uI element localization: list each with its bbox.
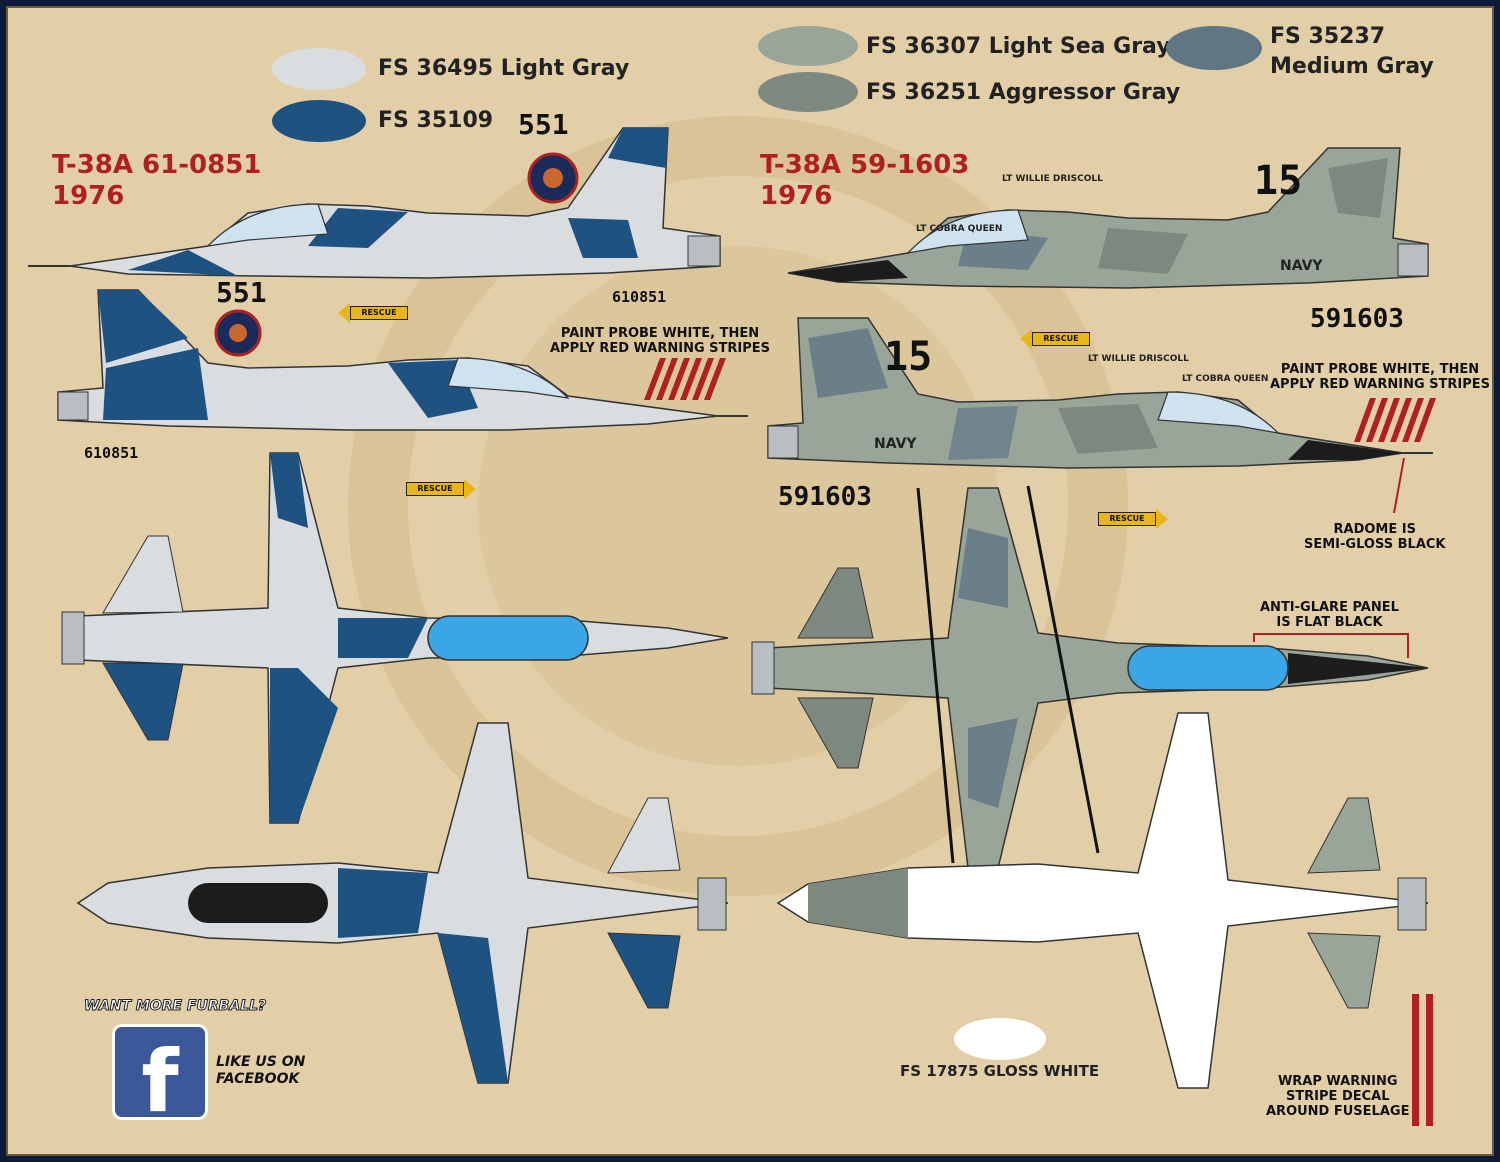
decal-instruction-sheet: FS 36495 Light Gray FS 35109 FS 36307 Li… [6,6,1494,1156]
swatch-aggressor-gray-label: FS 36251 Aggressor Gray [866,80,1181,105]
pilot-name-cobra-queen: LT COBRA QUEEN [916,224,1003,234]
aircraft-2-profile-left [787,147,1429,289]
note-wrap-stripe: WRAP WARNING STRIPE DECAL AROUND FUSELAG… [1266,1074,1410,1119]
aircraft-1-profile-left [28,127,721,279]
aircraft-illustrations [28,127,1436,1126]
rescue-arrow-4: RESCUE [1098,509,1168,529]
swatch-light-gray [272,48,366,90]
aircraft-1-title: T-38A 61-0851 1976 [52,150,262,211]
aircraft-2-profile-right [767,317,1433,469]
rescue-arrow-2: RESCUE [406,479,476,499]
swatch-light-sea-gray [758,26,858,66]
swatch-gloss-white-label: FS 17875 GLOSS WHITE [900,1062,1100,1080]
aircraft-1-modex-tail: 551 [216,276,267,309]
swatch-dark-blue-label: FS 35109 [378,108,494,133]
aircraft-1-serial-2: 610851 [84,444,139,462]
aircraft-2-top-view [751,485,1429,869]
note-probe-1: PAINT PROBE WHITE, THEN APPLY RED WARNIN… [550,326,770,356]
swatch-light-gray-label: FS 36495 Light Gray [378,56,630,81]
swatch-gloss-white [954,1018,1046,1060]
aircraft-1-bottom-view [76,722,729,1084]
aircraft-2-serial-2: 591603 [778,482,872,512]
aircraft-2-bottom-view [776,712,1429,1089]
antiglare-bracket [1253,633,1409,658]
aircraft-2-title: T-38A 59-1603 1976 [760,150,970,211]
want-more-furball-text: WANT MORE FURBALL? [83,998,267,1015]
swatch-dark-blue [272,100,366,142]
like-us-text: LIKE US ON FACEBOOK [216,1054,306,1087]
probe-warning-stripes-2 [1354,398,1436,442]
swatch-medium-gray [1166,26,1262,70]
rescue-arrow-1: RESCUE [338,303,408,323]
aircraft-2-navy-marking-2: NAVY [874,436,917,452]
probe-warning-stripes-1 [644,358,726,400]
aircraft-1-serial: 610851 [612,288,667,306]
swatch-medium-gray-label-2: Medium Gray [1270,54,1434,79]
aircraft-1-profile-right [57,289,748,431]
pilot-name-willie-driscoll: LT WILLIE DRISCOLL [1002,174,1103,184]
note-antiglare: ANTI-GLARE PANEL IS FLAT BLACK [1260,600,1399,630]
aircraft-2-navy-marking: NAVY [1280,258,1323,274]
rescue-arrow-3: RESCUE [1020,329,1090,349]
pilot-name-willie-driscoll-2: LT WILLIE DRISCOLL [1088,354,1189,364]
swatch-aggressor-gray [758,72,858,112]
facebook-icon[interactable]: f [112,1024,208,1132]
aircraft-2-modex-2: 15 [884,334,933,380]
aircraft-2-modex: 15 [1254,158,1303,204]
fuselage-warning-stripe-decal [1412,994,1433,1126]
note-radome: RADOME IS SEMI-GLOSS BLACK [1304,522,1446,552]
aircraft-2-serial: 591603 [1310,304,1404,334]
note-probe-2: PAINT PROBE WHITE, THEN APPLY RED WARNIN… [1270,362,1490,392]
pilot-name-cobra-queen-2: LT COBRA QUEEN [1182,374,1269,384]
aircraft-1-top-view [61,452,729,824]
swatch-medium-gray-label: FS 35237 [1270,24,1386,49]
radome-leader-line [1393,457,1405,514]
swatch-light-sea-gray-label: FS 36307 Light Sea Gray [866,34,1171,59]
aircraft-1-modex: 551 [518,108,569,141]
